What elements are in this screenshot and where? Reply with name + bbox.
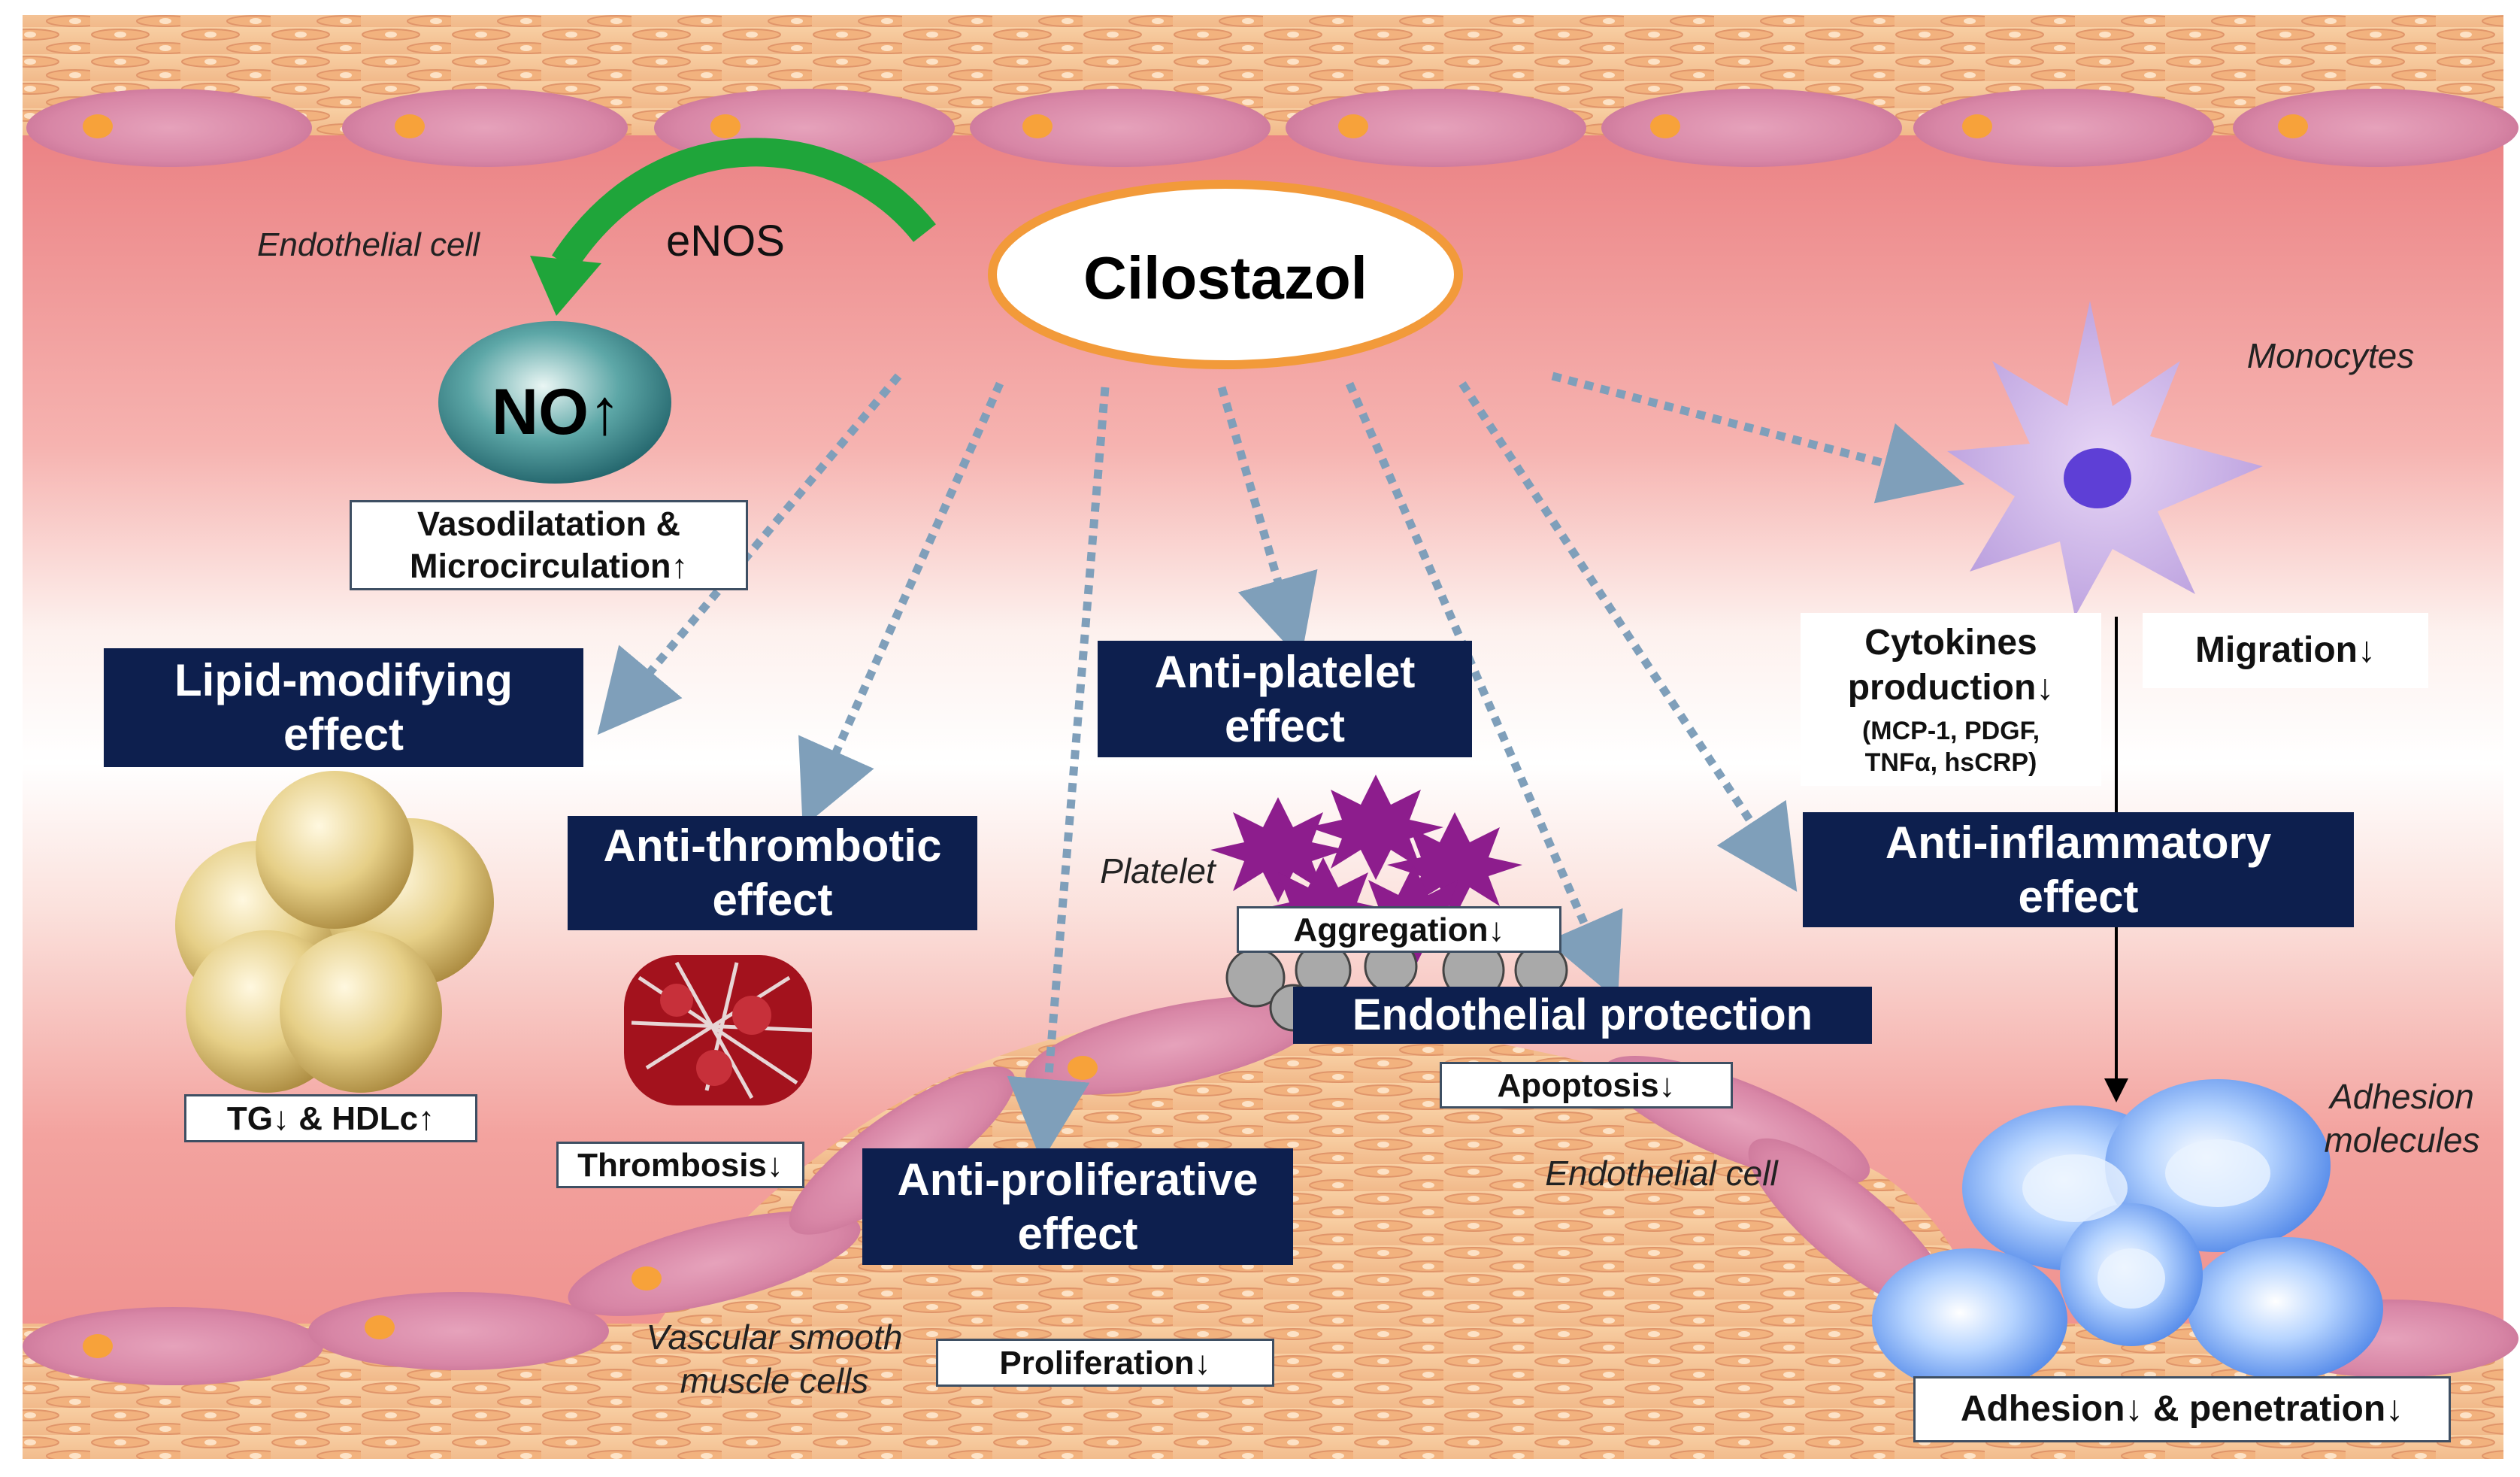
endothelial-protection-title: Endothelial protection	[1293, 987, 1872, 1044]
lipid-title-line-2: effect	[283, 709, 404, 760]
cytokine-list-line-1: (MCP-1, PDGF,	[1861, 716, 2040, 745]
adhesion-molecules	[1872, 1079, 2383, 1391]
smooth-muscle-label: Vascular smooth muscle cells	[624, 1316, 925, 1403]
monocyte	[1947, 301, 2263, 617]
monocytes-label: Monocytes	[2246, 336, 2415, 375]
lipid-title-line-1: Lipid-modifying	[174, 655, 513, 705]
proliferative-title-line-1: Anti-proliferative	[897, 1154, 1258, 1205]
thrombus	[624, 955, 813, 1105]
inflammatory-effect-title: Anti-inflammatory effect	[1803, 812, 2354, 927]
platelet-title-line-2: effect	[1224, 700, 1346, 751]
adhesion-outcome-box: Adhesion↓ & penetration↓	[1913, 1376, 2451, 1442]
enos-label: eNOS	[666, 217, 785, 265]
cytokines-line-1: Cytokines	[1864, 622, 2037, 663]
vasodilatation-line-1: Vasodilatation &	[416, 504, 681, 543]
thrombotic-title-line-2: effect	[712, 875, 833, 925]
endothelial-cell-label-bottom: Endothelial cell	[1545, 1154, 1778, 1193]
inflammatory-title-line-2: effect	[2018, 871, 2139, 922]
no-label: NO↑	[492, 376, 621, 448]
adhesion-molecules-line-2: molecules	[2324, 1120, 2480, 1160]
endothelial-cell-label-top: Endothelial cell	[257, 226, 480, 263]
proliferation-outcome-box: Proliferation↓	[936, 1339, 1274, 1387]
vasodilatation-box: Vasodilatation & Microcirculation↑	[350, 500, 748, 590]
inflammatory-title-line-1: Anti-inflammatory	[1885, 817, 2272, 868]
enos-arrow-head	[530, 256, 601, 316]
thrombosis-outcome-box: Thrombosis↓	[556, 1142, 804, 1188]
aggregation-outcome-box: Aggregation↓	[1237, 906, 1561, 953]
cytokines-line-2: production↓	[1847, 667, 2055, 708]
vasodilatation-line-2: Microcirculation↑	[409, 547, 689, 585]
smooth-muscle-line-2: muscle cells	[680, 1360, 869, 1400]
proliferative-effect-title: Anti-proliferative effect	[862, 1148, 1293, 1265]
smooth-muscle-line-1: Vascular smooth	[646, 1318, 903, 1357]
cilostazol-label: Cilostazol	[1083, 244, 1368, 311]
platelet-effect-title: Anti-platelet effect	[1098, 641, 1472, 757]
lipid-outcome-box: TG↓ & HDLc↑	[184, 1094, 477, 1142]
thrombotic-effect-title: Anti-thrombotic effect	[568, 816, 977, 930]
cilostazol-oval	[988, 180, 1463, 369]
top-endothelial-layer	[26, 89, 2518, 167]
platelet-label: Platelet	[1100, 851, 1216, 890]
migration-label: Migration↓	[2143, 613, 2428, 688]
effect-arrows	[597, 372, 1965, 1162]
apoptosis-outcome-box: Apoptosis↓	[1440, 1062, 1733, 1109]
proliferative-title-line-2: effect	[1017, 1208, 1138, 1259]
adhesion-molecules-line-1: Adhesion	[2330, 1077, 2474, 1116]
lipid-particles	[175, 771, 494, 1093]
thrombotic-title-line-1: Anti-thrombotic	[603, 820, 942, 871]
enos-arrow	[552, 138, 936, 271]
no-oval	[438, 321, 671, 484]
adhesion-molecules-label: Adhesion molecules	[2300, 1075, 2503, 1162]
lipid-effect-title: Lipid-modifying effect	[104, 648, 583, 767]
platelet-title-line-1: Anti-platelet	[1154, 646, 1416, 697]
cytokine-list-line-2: TNFα, hsCRP)	[1864, 748, 2037, 777]
cytokines-panel: Cytokines production↓ (MCP-1, PDGF, TNFα…	[1801, 613, 2101, 786]
